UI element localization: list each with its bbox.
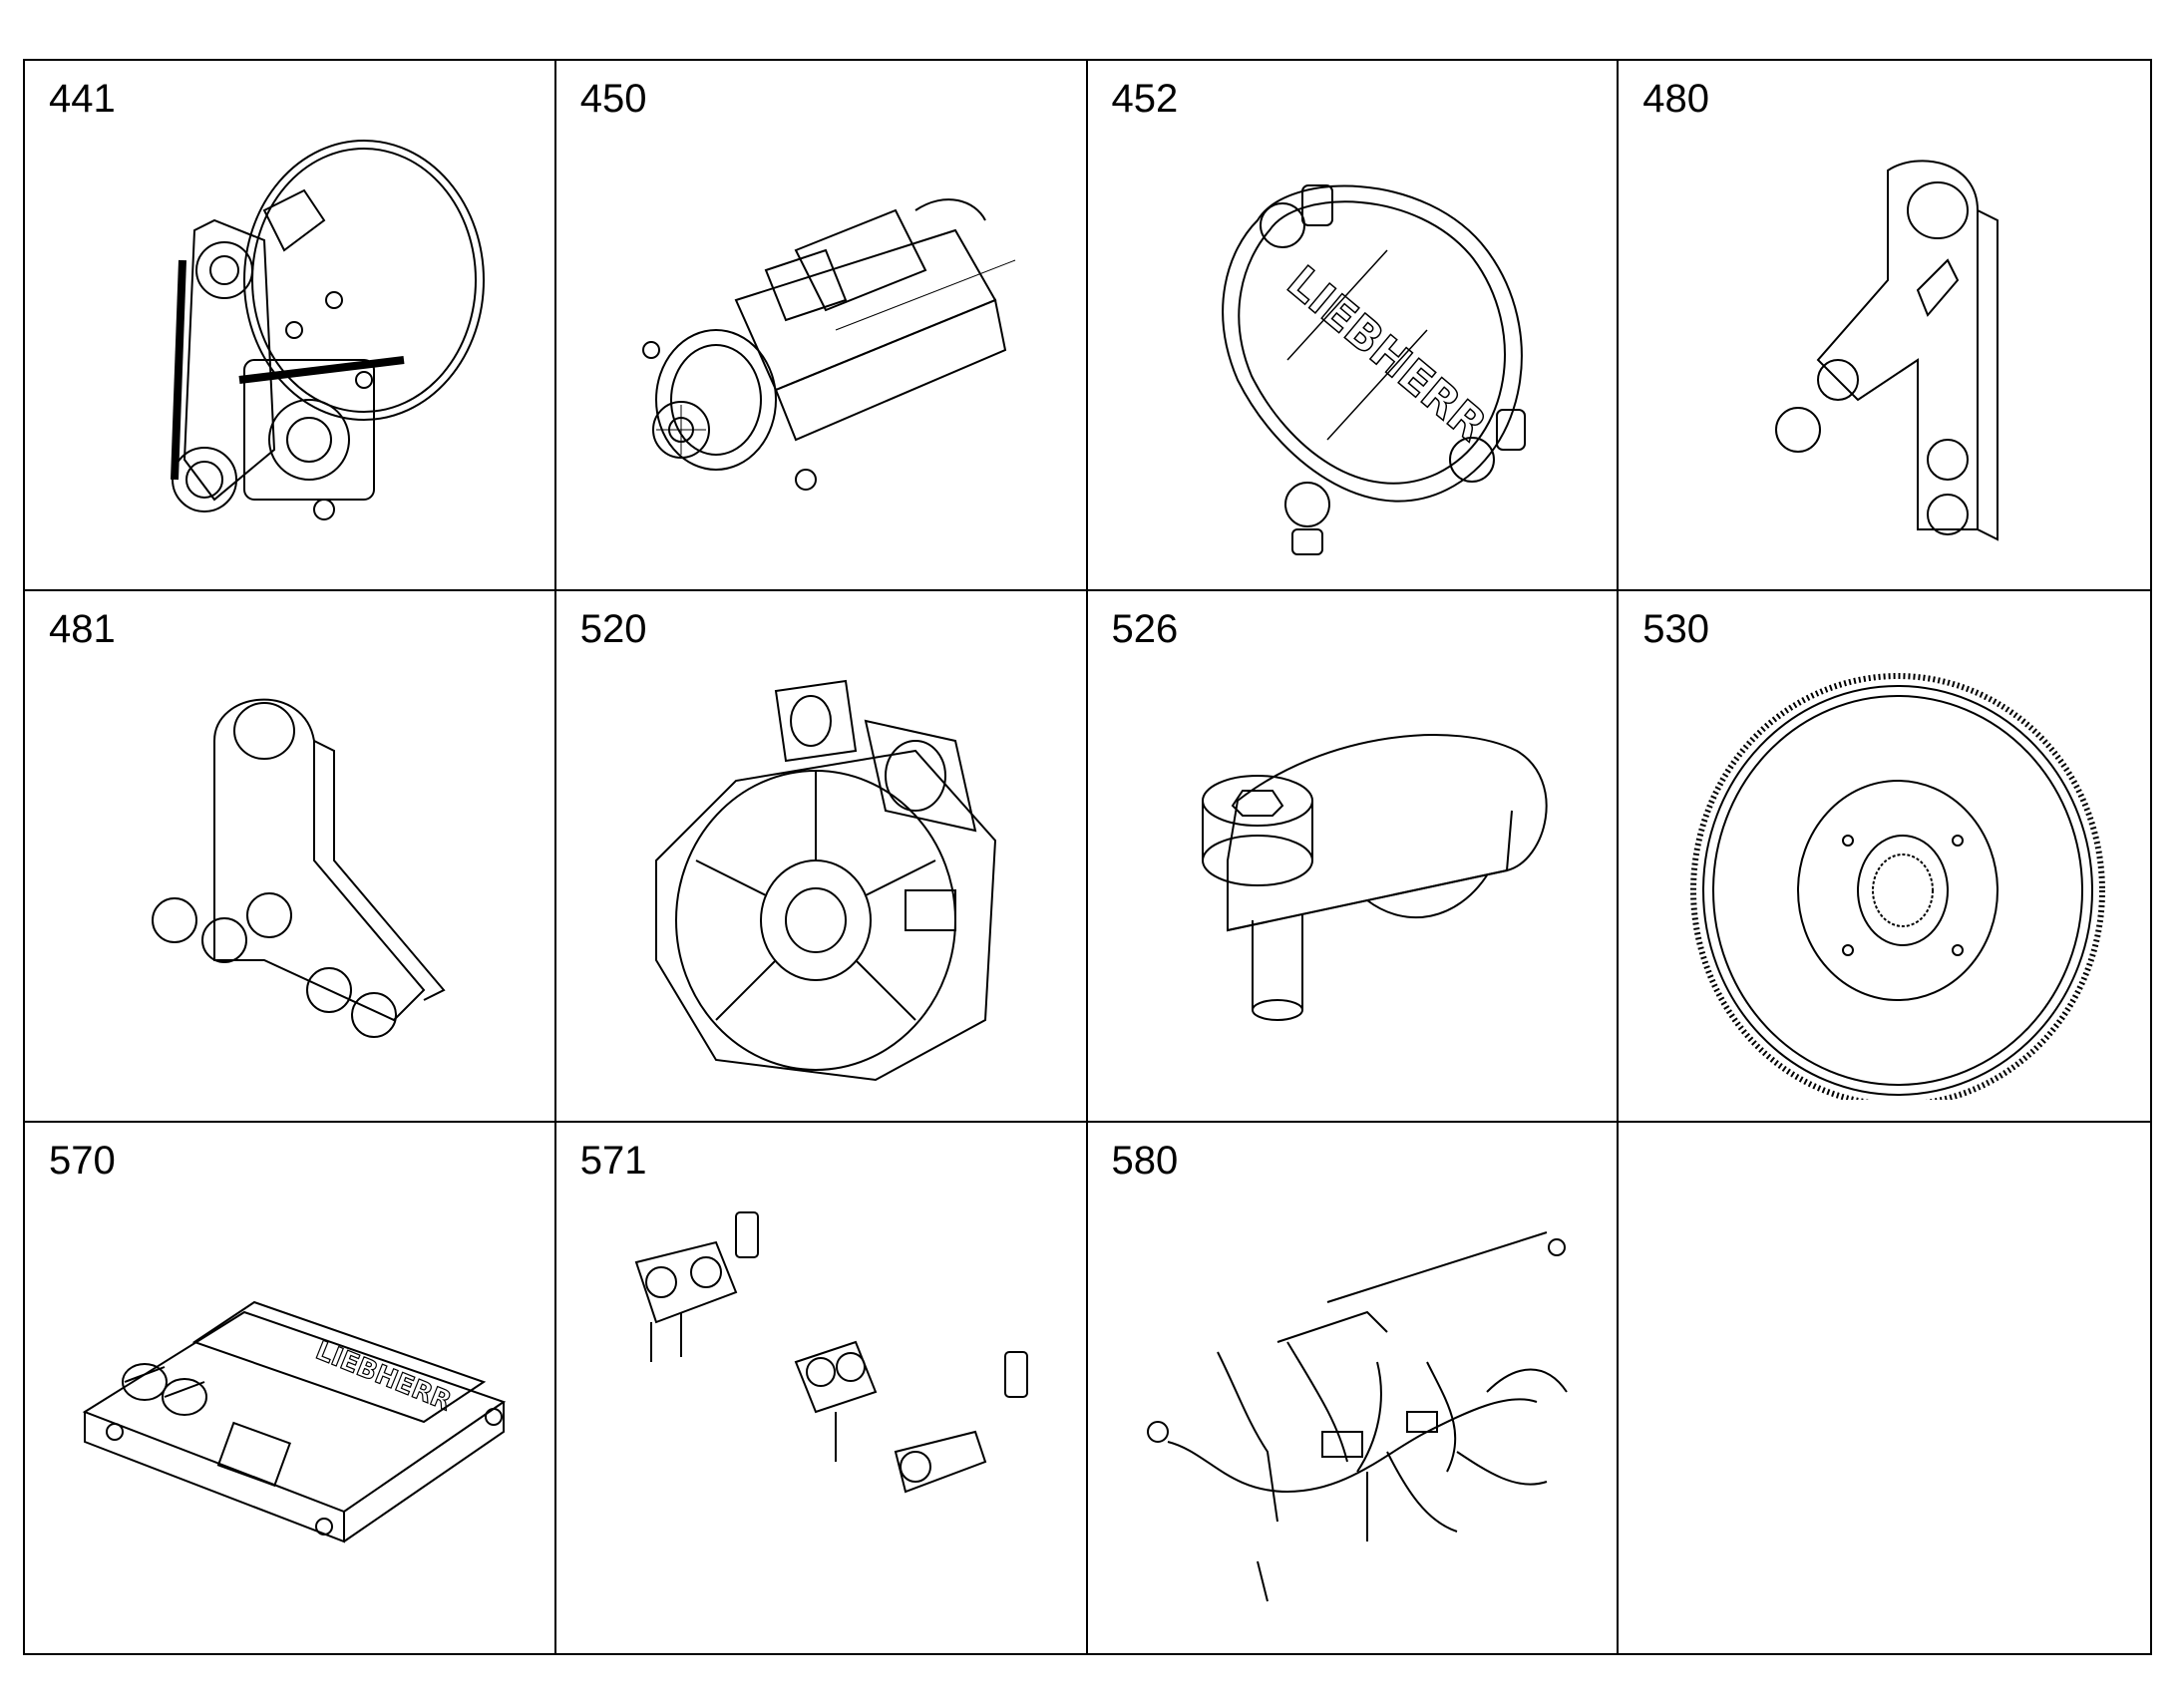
logo-text: LIEBHERR [1276,256,1495,451]
part-number: 441 [49,77,116,121]
part-number: 480 [1642,77,1709,121]
part-cell-526[interactable]: 526 [1087,591,1620,1123]
part-cell-452[interactable]: 452 LIEBHERR [1087,61,1620,592]
belt-drive-water-pump-icon [65,131,514,569]
starter-motor-icon [596,131,1045,569]
flywheel-housing-icon [596,661,1045,1100]
parts-grid: 441 450 [23,59,2152,1655]
part-number: 526 [1111,607,1179,652]
lifting-bracket-icon [1658,131,2107,569]
part-number: 481 [49,607,116,652]
part-cell-520[interactable]: 520 [555,591,1088,1123]
part-cell-580[interactable]: 580 [1088,1122,1620,1653]
part-number: 580 [1111,1138,1179,1183]
cam-lever-icon [1128,661,1577,1100]
lifting-eye-bracket-icon [65,661,514,1100]
flywheel-ring-gear-icon [1658,661,2107,1100]
part-cell-530[interactable]: 530 [1619,591,2150,1123]
part-cell-570[interactable]: 570 LIEBHERR [25,1122,556,1653]
part-number: 520 [579,607,647,652]
empty-cell [1619,1123,2150,1653]
part-cell-480[interactable]: 480 [1619,61,2150,592]
part-number: 452 [1111,77,1179,121]
part-cell-450[interactable]: 450 [555,61,1088,592]
part-cell-441[interactable]: 441 [25,61,556,592]
part-number: 530 [1642,607,1709,652]
part-number: 570 [49,1138,116,1183]
control-unit-icon: LIEBHERR [65,1193,514,1631]
part-number: 571 [579,1138,647,1183]
part-number: 450 [579,77,647,121]
wiring-harness-icon [1128,1193,1577,1631]
mounting-brackets-icon [596,1193,1045,1631]
cover-plate-icon: LIEBHERR [1128,131,1577,569]
part-cell-571[interactable]: 571 [556,1122,1088,1653]
part-cell-481[interactable]: 481 [25,591,556,1123]
